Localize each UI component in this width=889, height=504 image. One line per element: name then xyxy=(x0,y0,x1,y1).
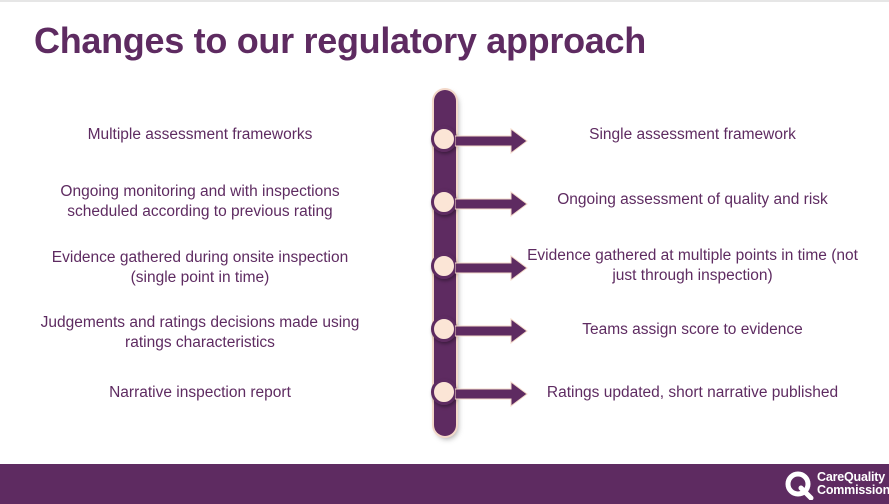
to-item-4: Teams assign score to evidence xyxy=(582,321,803,338)
logo-line-1: CareQuality xyxy=(817,470,885,484)
from-item-5: Narrative inspection report xyxy=(109,384,291,401)
to-item-5: Ratings updated, short narrative publish… xyxy=(546,384,839,401)
right-arrow-icon xyxy=(455,191,528,217)
footer-logo-text: CareQuality Commission xyxy=(817,471,889,497)
to-item-1: Single assessment framework xyxy=(589,126,796,143)
slide-title: Changes to our regulatory approach xyxy=(34,20,646,61)
right-arrow-icon xyxy=(455,255,528,281)
right-arrow-icon xyxy=(455,381,528,407)
cqc-q-logo xyxy=(785,471,814,500)
to-item-2: Ongoing assessment of quality and risk xyxy=(557,191,828,208)
from-item-3: Evidence gathered during onsite inspecti… xyxy=(51,249,349,286)
top-divider xyxy=(0,0,889,2)
from-item-2: Ongoing monitoring and with inspections … xyxy=(60,183,340,220)
right-arrow-icon xyxy=(455,128,528,154)
timeline-node-icon xyxy=(431,316,457,342)
right-arrow-icon xyxy=(455,318,528,344)
timeline-node-icon xyxy=(431,379,457,405)
from-item-4: Judgements and ratings decisions made us… xyxy=(40,314,360,351)
footer-bar xyxy=(0,464,889,504)
to-item-3: Evidence gathered at multiple points in … xyxy=(527,247,858,284)
from-item-1: Multiple assessment frameworks xyxy=(87,126,313,143)
logo-line-2: Commission xyxy=(817,483,889,497)
timeline-node-icon xyxy=(431,253,457,279)
timeline-node-icon xyxy=(431,126,457,152)
timeline-node-icon xyxy=(431,189,457,215)
